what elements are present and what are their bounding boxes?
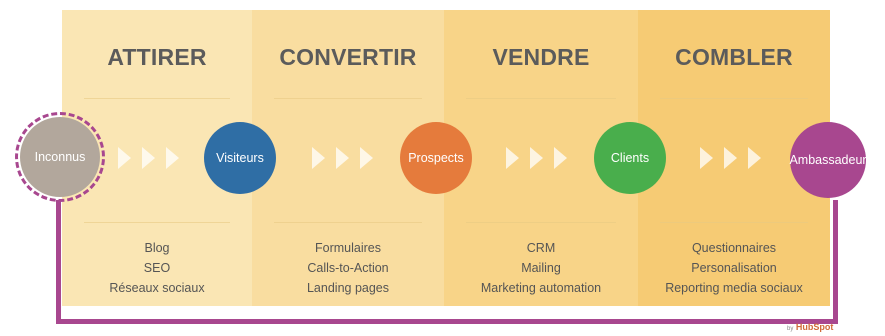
stage-title: ATTIRER bbox=[107, 44, 207, 70]
list-item: Calls-to-Action bbox=[307, 261, 389, 275]
journey-frame-left bbox=[56, 200, 61, 324]
chevron-right-icon bbox=[336, 147, 349, 169]
list-item: Questionnaires bbox=[691, 241, 777, 255]
chevron-right-icon bbox=[312, 147, 325, 169]
list-item: Personalisation bbox=[691, 261, 777, 275]
node-ambassadeur: Ambassadeur bbox=[789, 122, 867, 198]
divider bbox=[466, 222, 616, 223]
node-inconnus: Inconnus bbox=[20, 117, 100, 197]
logo-prefix: by bbox=[787, 326, 794, 332]
chevron-right-icon bbox=[724, 147, 737, 169]
list-item: CRM bbox=[526, 241, 556, 255]
chevron-right-icon bbox=[700, 147, 713, 169]
list-item: Formulaires bbox=[315, 241, 381, 255]
hubspot-logo: by HubSpot bbox=[787, 322, 833, 332]
stage-title: COMBLER bbox=[675, 44, 793, 70]
list-item: Réseaux sociaux bbox=[109, 281, 205, 295]
chevron-right-icon bbox=[506, 147, 519, 169]
node-label: Clients bbox=[610, 151, 650, 165]
node-label: Ambassadeur bbox=[789, 153, 867, 167]
divider bbox=[84, 98, 230, 99]
divider bbox=[274, 98, 422, 99]
chevron-right-icon bbox=[530, 147, 543, 169]
journey-frame-bottom bbox=[56, 319, 838, 324]
chevron-right-icon bbox=[118, 147, 131, 169]
list-item: Blog bbox=[144, 241, 170, 255]
divider bbox=[84, 222, 230, 223]
chevron-right-icon bbox=[360, 147, 373, 169]
list-item: Mailing bbox=[521, 261, 561, 275]
stage-title: VENDRE bbox=[492, 44, 590, 70]
list-item: Marketing automation bbox=[480, 281, 602, 295]
stage-items: Formulaires Calls-to-Action Landing page… bbox=[252, 238, 444, 298]
list-item: Landing pages bbox=[306, 281, 390, 295]
node-clients: Clients bbox=[594, 122, 666, 194]
node-visiteurs: Visiteurs bbox=[204, 122, 276, 194]
list-item: SEO bbox=[143, 261, 171, 275]
list-item: Reporting media sociaux bbox=[665, 281, 803, 295]
logo-brand: HubSpot bbox=[795, 322, 834, 332]
divider bbox=[274, 222, 422, 223]
node-label: Prospects bbox=[408, 151, 464, 165]
node-prospects: Prospects bbox=[400, 122, 472, 194]
divider bbox=[660, 98, 808, 99]
chevron-right-icon bbox=[166, 147, 179, 169]
divider bbox=[466, 98, 616, 99]
chevron-right-icon bbox=[554, 147, 567, 169]
node-label: Inconnus bbox=[34, 150, 86, 164]
journey-frame-right bbox=[833, 200, 838, 324]
chevron-right-icon bbox=[748, 147, 761, 169]
node-label: Visiteurs bbox=[216, 151, 264, 165]
dashed-ring bbox=[15, 112, 105, 202]
stage-items: Blog SEO Réseaux sociaux bbox=[62, 238, 252, 298]
stage-items: CRM Mailing Marketing automation bbox=[444, 238, 638, 298]
divider bbox=[660, 222, 808, 223]
stage-items: Questionnaires Personalisation Reporting… bbox=[638, 238, 830, 298]
chevron-right-icon bbox=[142, 147, 155, 169]
stage-title: CONVERTIR bbox=[279, 44, 417, 70]
